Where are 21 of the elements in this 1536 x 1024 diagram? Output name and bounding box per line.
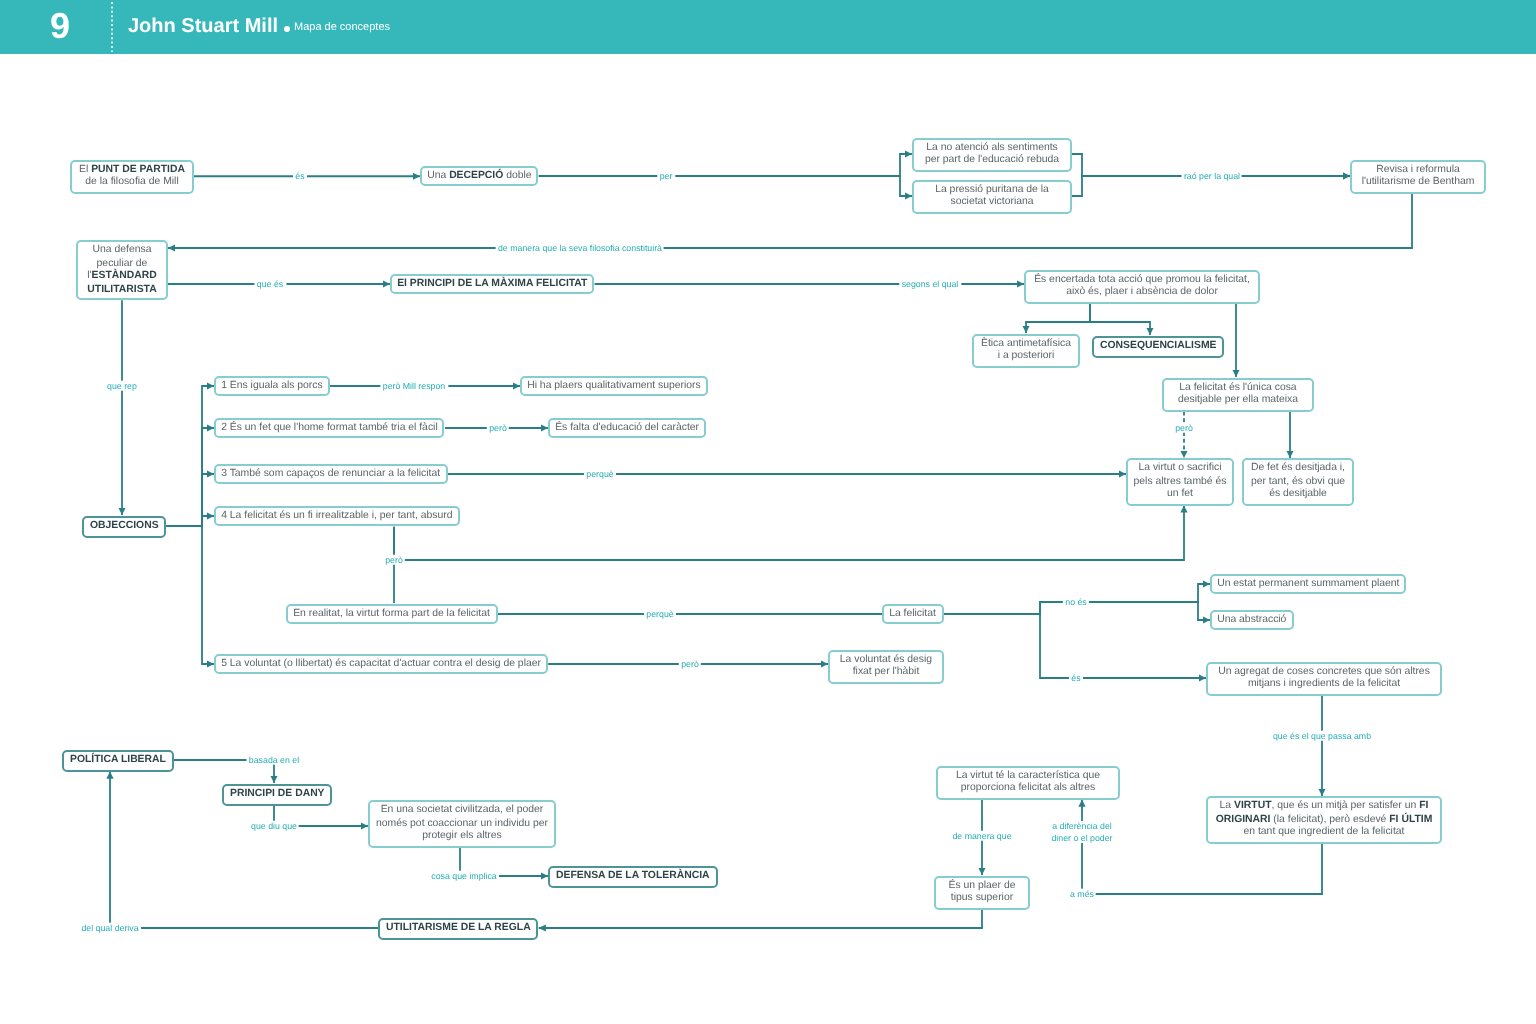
arrow: [193, 172, 421, 180]
arrow: [1078, 798, 1323, 895]
arrow: [1286, 410, 1294, 459]
arrow: [547, 660, 829, 668]
arrow: [1180, 410, 1188, 459]
arrow: [1318, 694, 1326, 797]
arrow: [446, 470, 1127, 478]
arrow: [942, 613, 1207, 682]
arrow: [118, 299, 126, 516]
arrow: [593, 280, 1025, 288]
arrow: [1232, 302, 1240, 378]
arrow: [167, 280, 391, 288]
arrow: [978, 798, 986, 876]
arrow: [537, 908, 983, 932]
arrow: [1089, 302, 1154, 336]
chapter-number: 9: [50, 6, 71, 46]
connector-line: [496, 613, 883, 615]
arrow: [165, 525, 215, 668]
arrow: [106, 770, 379, 929]
connector-line: [393, 525, 395, 604]
page-title: John Stuart Mill: [128, 16, 278, 40]
